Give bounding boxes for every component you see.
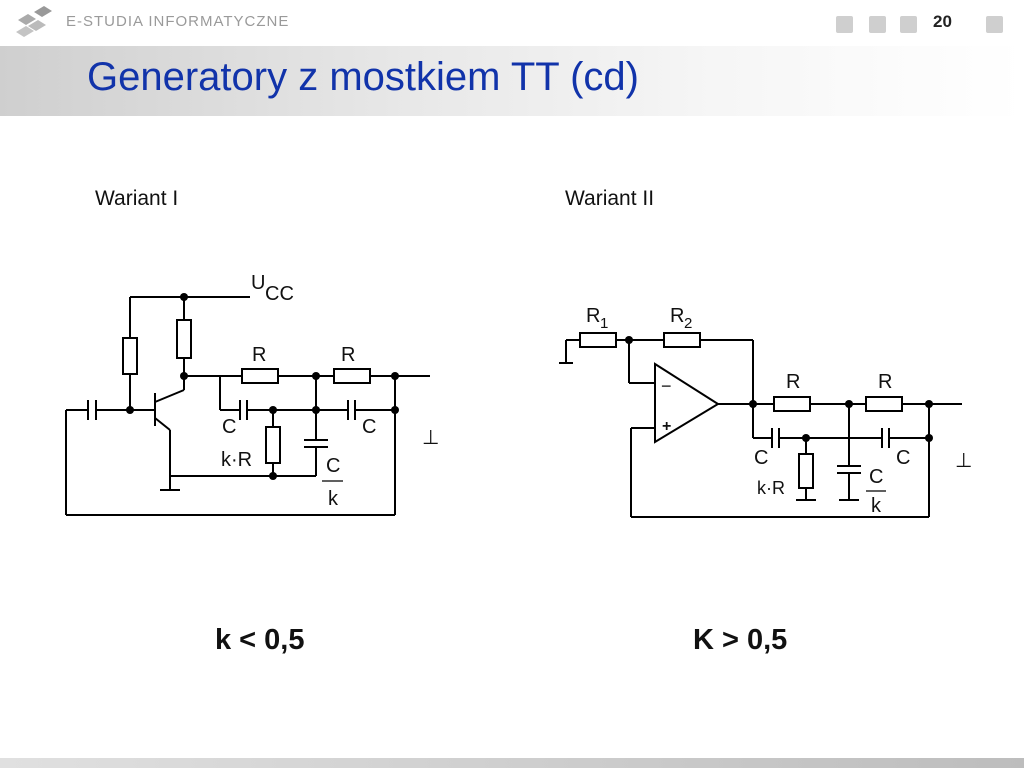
nav-square[interactable] <box>900 16 917 33</box>
resistor-label: R <box>252 344 266 366</box>
opamp-minus: − <box>661 376 672 396</box>
r1-subscript: 1 <box>600 315 608 332</box>
top-bar: E-STUDIA INFORMATYCZNE 20 <box>0 0 1024 46</box>
opamp-plus: + <box>662 418 671 435</box>
ck-denominator: k <box>328 488 339 510</box>
bottom-bar <box>0 758 1024 768</box>
nav-square[interactable] <box>869 16 886 33</box>
r2-subscript: 2 <box>684 315 692 332</box>
variant2-label: Wariant II <box>565 187 655 210</box>
ck-denominator: k <box>871 495 882 517</box>
resistor-label: R <box>878 371 892 393</box>
variant2-condition: K > 0,5 <box>693 624 788 656</box>
nav-square[interactable] <box>836 16 853 33</box>
supply-label: U <box>251 272 265 294</box>
brand-name: E-STUDIA INFORMATYCZNE <box>66 13 290 30</box>
nav-square[interactable] <box>986 16 1003 33</box>
ck-numerator: C <box>869 466 883 488</box>
resistor-label: R <box>341 344 355 366</box>
capacitor-label: C <box>362 416 376 438</box>
title-bar <box>0 46 1024 116</box>
ground-symbol: ⊥ <box>955 450 972 472</box>
variant1-condition: k < 0,5 <box>215 624 305 656</box>
ground-symbol: ⊥ <box>422 427 439 449</box>
ck-numerator: C <box>326 455 340 477</box>
variant2-nodes <box>625 336 933 442</box>
logo-icon <box>16 6 52 37</box>
r2-label: R <box>670 305 684 327</box>
r1-label: R <box>586 305 600 327</box>
capacitor-label: C <box>222 416 236 438</box>
page-number: 20 <box>933 12 952 31</box>
slide-title: Generatory z mostkiem TT (cd) <box>87 55 639 99</box>
kr-label: k·R <box>221 449 252 471</box>
resistor-label: R <box>786 371 800 393</box>
variant2-circuit <box>559 332 962 518</box>
variant1-circuit <box>65 296 430 516</box>
supply-subscript: CC <box>265 283 294 305</box>
variant1-label: Wariant I <box>95 187 179 210</box>
capacitor-label: C <box>754 447 768 469</box>
variant1-nodes <box>126 293 399 480</box>
capacitor-label: C <box>896 447 910 469</box>
kr-label: k·R <box>757 478 785 498</box>
